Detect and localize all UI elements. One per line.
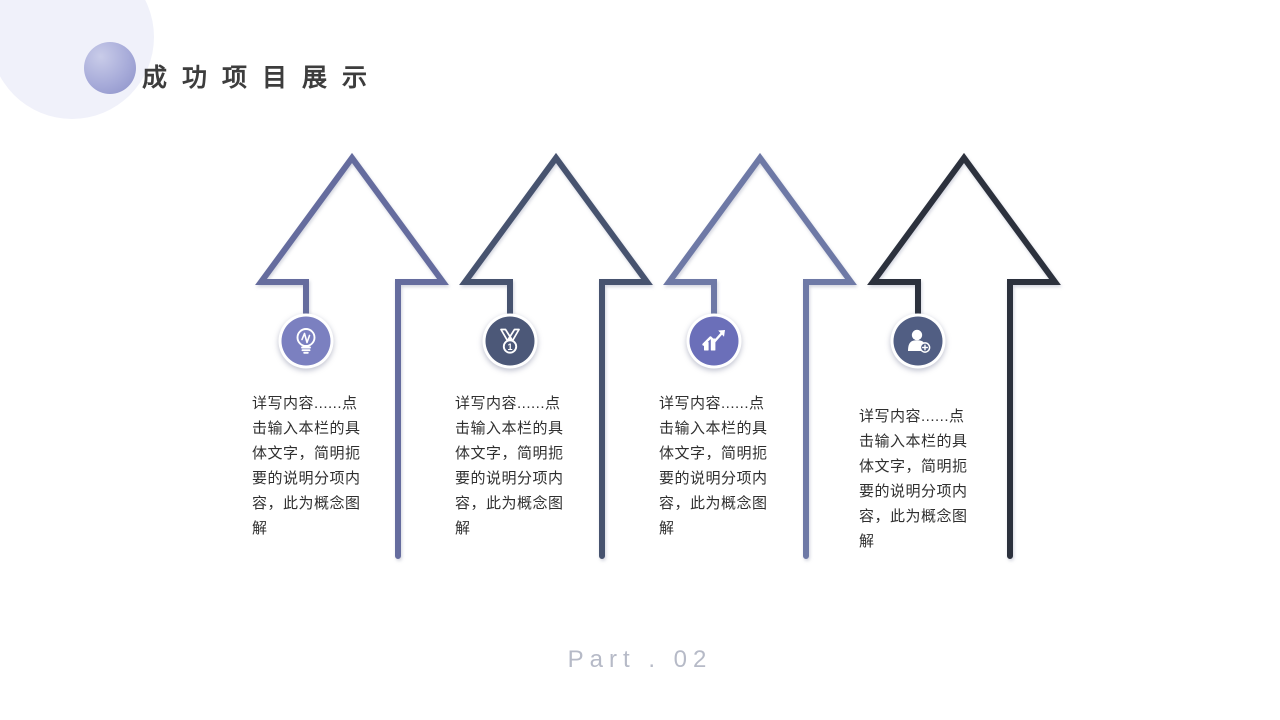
- item-description: 详写内容......点 击输入本栏的具 体文字，简明扼 要的说明分项内 容，此为…: [659, 395, 768, 537]
- part-number: Part . 02: [567, 646, 713, 673]
- item-description: 详写内容......点 击输入本栏的具 体文字，简明扼 要的说明分项内 容，此为…: [859, 408, 968, 550]
- up-arrow-outline-1: [255, 152, 449, 559]
- header-accent-ball: [84, 42, 136, 94]
- add-user-icon: [890, 313, 946, 369]
- item-description: 详写内容......点 击输入本栏的具 体文字，简明扼 要的说明分项内 容，此为…: [252, 395, 361, 537]
- up-arrow-outline-3: [663, 152, 857, 559]
- medal-icon: 1: [482, 313, 538, 369]
- slide-title: 成功项目展示: [142, 64, 383, 92]
- item-description: 详写内容......点 击输入本栏的具 体文字，简明扼 要的说明分项内 容，此为…: [455, 395, 564, 537]
- up-arrow-outline-2: [459, 152, 653, 559]
- up-arrow-outline-4: [867, 152, 1061, 559]
- lightbulb-icon: [278, 313, 334, 369]
- medal-rank-label: 1: [507, 342, 512, 352]
- growth-chart-icon: [686, 313, 742, 369]
